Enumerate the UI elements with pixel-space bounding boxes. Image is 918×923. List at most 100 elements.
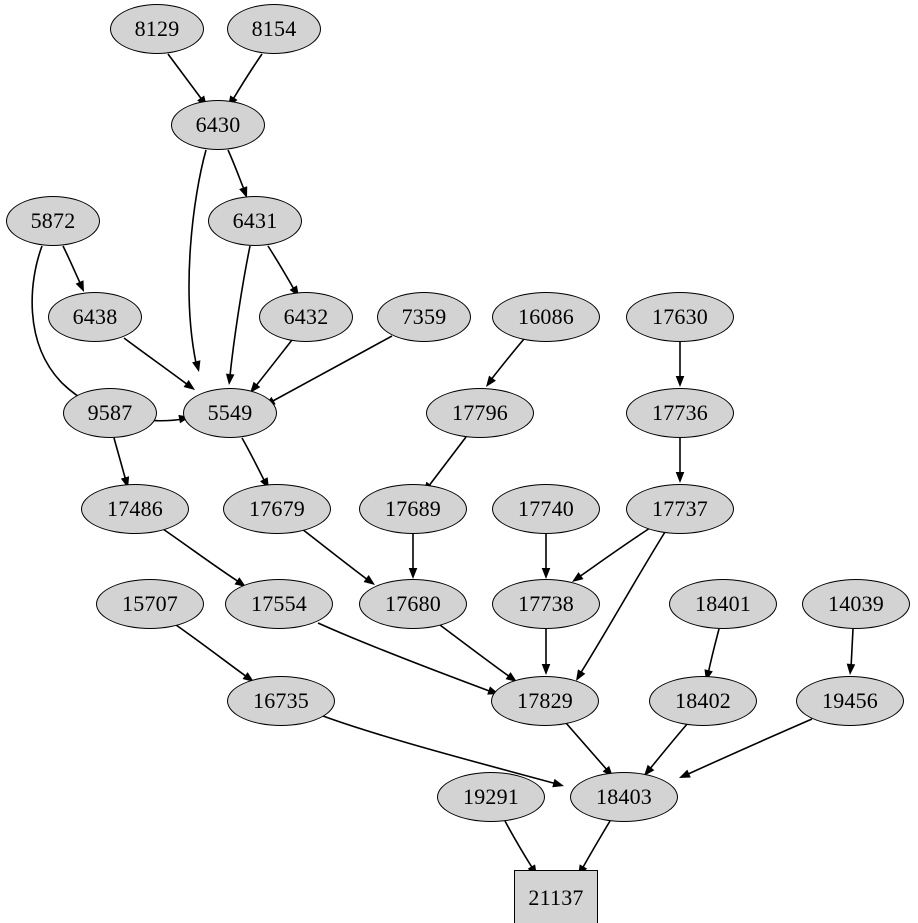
edge-arrowhead xyxy=(675,376,685,387)
edge-arrowhead xyxy=(541,664,551,675)
node-label: 5549 xyxy=(207,400,253,425)
graph-edge xyxy=(322,715,564,788)
graph-edge xyxy=(228,53,263,107)
graph-edge xyxy=(408,534,418,579)
node-label: 6430 xyxy=(195,112,241,137)
node-label: 16086 xyxy=(518,304,574,329)
graph-node-8129[interactable]: 8129 xyxy=(110,4,204,54)
graph-node-16735[interactable]: 16735 xyxy=(227,676,335,726)
graph-node-17829[interactable]: 17829 xyxy=(491,676,599,726)
graph-edge xyxy=(250,339,293,393)
node-label: 17737 xyxy=(652,496,708,521)
graph-node-9587[interactable]: 9587 xyxy=(63,388,157,438)
graph-node-17738[interactable]: 17738 xyxy=(492,579,600,629)
graph-edge xyxy=(301,528,375,585)
edge-arrowhead xyxy=(225,373,235,385)
graph-edge xyxy=(267,245,299,297)
graph-edge xyxy=(572,527,651,582)
graph-node-5549[interactable]: 5549 xyxy=(183,388,277,438)
edge-arrowhead xyxy=(239,186,248,198)
edge-arrowhead xyxy=(675,472,685,483)
edge-arrowhead xyxy=(644,764,655,776)
graph-edge xyxy=(504,820,537,876)
graph-edge xyxy=(704,628,720,681)
graph-node-17737[interactable]: 17737 xyxy=(626,484,734,534)
graph-node-17736[interactable]: 17736 xyxy=(626,388,734,438)
graph-node-18401[interactable]: 18401 xyxy=(669,579,777,629)
edge-arrowhead xyxy=(192,360,201,372)
edge-arrowhead xyxy=(572,572,584,582)
edge-arrowhead xyxy=(846,663,856,675)
edge-arrowhead xyxy=(408,568,418,579)
edge-arrowhead xyxy=(363,575,375,585)
graph-node-15707[interactable]: 15707 xyxy=(96,579,204,629)
graph-edge xyxy=(227,149,248,198)
graph-node-17796[interactable]: 17796 xyxy=(426,388,534,438)
node-label: 21137 xyxy=(528,885,584,910)
graph-edge xyxy=(679,718,813,778)
node-label: 17829 xyxy=(517,688,573,713)
edge-arrowhead xyxy=(679,769,691,778)
graph-node-17554[interactable]: 17554 xyxy=(225,579,333,629)
graph-node-17689[interactable]: 17689 xyxy=(359,484,467,534)
graph-edge xyxy=(439,624,517,682)
graph-node-18403[interactable]: 18403 xyxy=(570,772,678,822)
node-label: 17679 xyxy=(249,496,305,521)
graph-node-5872[interactable]: 5872 xyxy=(6,196,100,246)
graph-node-7359[interactable]: 7359 xyxy=(377,292,471,342)
node-label: 15707 xyxy=(122,591,178,616)
node-label: 19291 xyxy=(463,784,519,809)
node-label: 17486 xyxy=(107,496,163,521)
graph-node-17679[interactable]: 17679 xyxy=(223,484,331,534)
node-label: 19456 xyxy=(822,688,878,713)
node-label: 14039 xyxy=(828,591,884,616)
graph-node-6438[interactable]: 6438 xyxy=(48,292,142,342)
node-label: 8154 xyxy=(251,16,297,41)
node-label: 17738 xyxy=(518,591,574,616)
graph-node-14039[interactable]: 14039 xyxy=(802,579,910,629)
graph-node-17740[interactable]: 17740 xyxy=(492,484,600,534)
node-label: 6432 xyxy=(283,304,329,329)
graph-edge xyxy=(225,245,251,385)
graph-node-21137[interactable]: 21137 xyxy=(514,870,598,923)
graph-edge xyxy=(565,722,613,777)
edge-arrowhead xyxy=(541,568,551,579)
graph-node-8154[interactable]: 8154 xyxy=(227,4,321,54)
node-label: 18402 xyxy=(675,688,731,713)
graph-node-6432[interactable]: 6432 xyxy=(259,292,353,342)
graph-edge xyxy=(317,622,499,695)
graph-edge xyxy=(113,437,130,488)
graph-edge xyxy=(541,534,551,579)
node-label: 7359 xyxy=(401,304,447,329)
graph-edge xyxy=(175,624,254,682)
node-label: 17680 xyxy=(385,591,441,616)
node-label: 17630 xyxy=(652,304,708,329)
node-label: 8129 xyxy=(134,16,180,41)
graph-node-19291[interactable]: 19291 xyxy=(437,772,545,822)
graph-edge xyxy=(167,53,207,107)
edge-arrowhead xyxy=(576,669,586,681)
node-label: 18403 xyxy=(596,784,652,809)
graph-node-17680[interactable]: 17680 xyxy=(359,579,467,629)
node-label: 17689 xyxy=(385,496,441,521)
edge-arrowhead xyxy=(75,280,84,292)
graph-edge xyxy=(264,335,393,406)
graph-edge xyxy=(62,245,84,292)
graph-edge xyxy=(846,628,856,675)
graph-node-19456[interactable]: 19456 xyxy=(796,676,904,726)
graph-node-6431[interactable]: 6431 xyxy=(208,196,302,246)
node-label: 9587 xyxy=(87,400,133,425)
graph-edge xyxy=(576,531,666,681)
graph-edge xyxy=(644,722,689,776)
node-label: 6431 xyxy=(232,208,278,233)
node-label: 18401 xyxy=(695,591,751,616)
graph-node-17630[interactable]: 17630 xyxy=(626,292,734,342)
graph-node-18402[interactable]: 18402 xyxy=(649,676,757,726)
graph-node-16086[interactable]: 16086 xyxy=(492,292,600,342)
graph-edge xyxy=(675,438,685,483)
edge-arrowhead xyxy=(552,778,564,788)
graph-node-17486[interactable]: 17486 xyxy=(81,484,189,534)
graph-edge xyxy=(123,337,195,390)
graph-node-6430[interactable]: 6430 xyxy=(171,100,265,150)
